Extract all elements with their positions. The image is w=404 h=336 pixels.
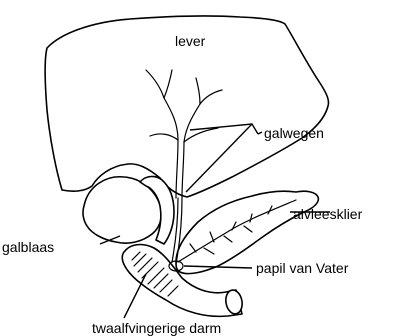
label-gallbladder: galblaas (2, 239, 54, 255)
label-duodenum: twaalfvingerige darm (92, 320, 221, 336)
label-pancreas: alvleesklier (293, 206, 363, 222)
label-bile-ducts: galwegen (264, 125, 324, 141)
label-papilla: papil van Vater (256, 260, 349, 276)
label-liver: lever (175, 33, 206, 49)
